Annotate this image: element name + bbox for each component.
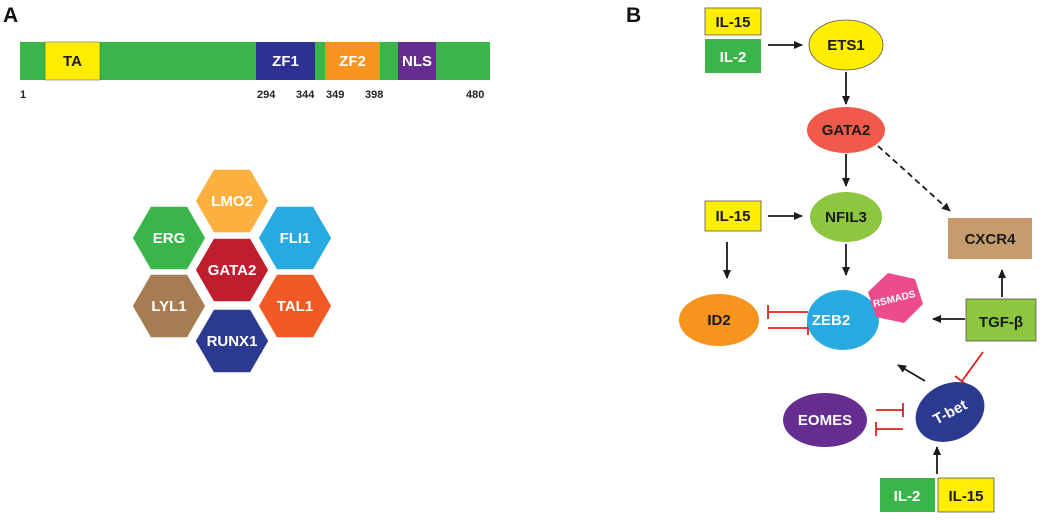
hex-gata2: GATA2 — [194, 237, 270, 303]
hex-erg-label: ERG — [153, 230, 186, 247]
rsmads-node: RSMADS — [868, 273, 923, 323]
position-349: 349 — [326, 89, 344, 101]
cxcr4-box: CXCR4 — [948, 218, 1032, 259]
position-344: 344 — [296, 89, 315, 101]
hex-lmo2-shape — [194, 168, 270, 234]
tgfb-label: TGF-β — [979, 314, 1023, 331]
hex-lyl1-label: LYL1 — [151, 298, 186, 315]
domain-zf1-label: ZF1 — [272, 53, 299, 70]
hex-gata2-label: GATA2 — [208, 262, 257, 279]
tgfb-box: TGF-β — [965, 298, 1037, 342]
il15-bot-label: IL-15 — [948, 488, 983, 505]
panel-b-label: B — [626, 4, 641, 27]
cxcr4-label: CXCR4 — [965, 231, 1017, 248]
hex-runx1-label: RUNX1 — [207, 333, 258, 350]
ets1-node: ETS1 — [808, 19, 884, 71]
il2-top-label: IL-2 — [720, 49, 747, 66]
tbet-node: T-bet — [915, 382, 985, 442]
zeb2-node: ZEB2 — [807, 290, 879, 350]
domain-ta-label: TA — [63, 53, 82, 70]
hex-lyl1: LYL1 — [131, 273, 207, 339]
gata2-label: GATA2 — [822, 122, 871, 139]
hex-lmo2: LMO2 — [194, 168, 270, 234]
gata2-node: GATA2 — [807, 107, 885, 153]
eomes-label: EOMES — [798, 412, 852, 429]
arrow-tbet-to-zeb2 — [897, 364, 926, 382]
domain-zf2: ZF2 — [325, 42, 380, 80]
nfil3-node: NFIL3 — [810, 192, 882, 242]
domain-zf2-label: ZF2 — [339, 53, 366, 70]
domain-nls: NLS — [398, 42, 436, 80]
id2-label: ID2 — [707, 312, 730, 329]
nfil3-label: NFIL3 — [825, 209, 867, 226]
position-480: 480 — [466, 89, 484, 101]
il2-bot-label: IL-2 — [894, 488, 921, 505]
hex-tal1-label: TAL1 — [277, 298, 313, 315]
hex-fli1-label: FLI1 — [280, 230, 311, 247]
hex-gata2-shape — [194, 237, 270, 303]
position-398: 398 — [365, 89, 383, 101]
arrow-gata2-to-cxcr4-dashed — [877, 145, 951, 212]
il15-top-box: IL-15 — [704, 7, 762, 36]
il2-top-box: IL-2 — [705, 39, 761, 73]
hex-erg-shape — [131, 205, 207, 271]
il15-bot-box: IL-15 — [937, 477, 995, 513]
hex-tal1-shape — [257, 273, 333, 339]
hex-lmo2-label: LMO2 — [211, 193, 253, 210]
inhibit-tgfb-tbet-line — [961, 351, 984, 382]
id2-node: ID2 — [679, 294, 759, 346]
hex-lyl1-shape — [131, 273, 207, 339]
position-294: 294 — [257, 89, 276, 101]
panel-a-label: A — [3, 4, 18, 27]
hex-fli1-shape — [257, 205, 333, 271]
eomes-node: EOMES — [783, 393, 867, 447]
il15-mid-box: IL-15 — [704, 200, 762, 232]
domain-ta: TA — [44, 41, 101, 81]
il15-mid-label: IL-15 — [715, 208, 750, 225]
hex-fli1: FLI1 — [257, 205, 333, 271]
pathway-arrows — [723, 41, 1006, 474]
zeb2-label: ZEB2 — [812, 312, 850, 329]
pathway-inhibitions — [767, 305, 984, 436]
hex-erg: ERG — [131, 205, 207, 271]
hex-runx1: RUNX1 — [194, 308, 270, 374]
position-1: 1 — [20, 89, 26, 101]
domain-nls-label: NLS — [402, 53, 432, 70]
gata2-protein-schematic: TA ZF1 ZF2 NLS 1 294 344 349 398 480 — [20, 41, 490, 101]
ets1-label: ETS1 — [827, 37, 865, 54]
hex-tal1: TAL1 — [257, 273, 333, 339]
hex-runx1-shape — [194, 308, 270, 374]
il15-top-label: IL-15 — [715, 14, 750, 31]
domain-zf1: ZF1 — [256, 42, 315, 80]
il2-bot-box: IL-2 — [880, 478, 935, 512]
